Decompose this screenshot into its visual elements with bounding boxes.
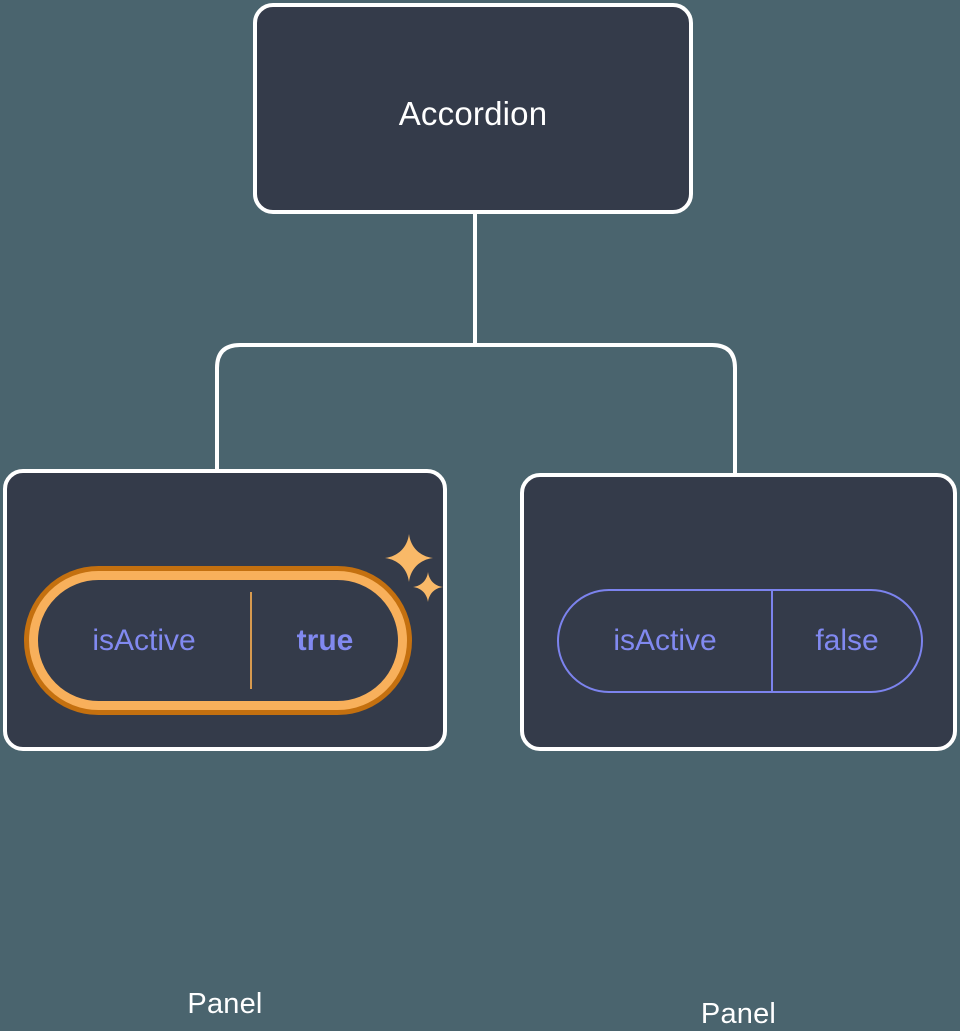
prop-value-true: true — [296, 623, 354, 657]
prop-pill-isactive-true[interactable]: isActive true — [29, 571, 407, 710]
node-panel-right-label: Panel — [700, 998, 777, 1030]
node-panel-left-label: Panel — [187, 988, 263, 1020]
prop-divider — [250, 592, 252, 689]
prop-key-isactive: isActive — [613, 624, 717, 657]
node-accordion[interactable]: Accordion — [253, 3, 693, 214]
prop-pill-isactive-false[interactable]: isActive false — [557, 589, 923, 693]
prop-value-false: false — [815, 624, 879, 657]
prop-key-isactive: isActive — [92, 623, 196, 657]
node-accordion-label: Accordion — [398, 95, 548, 132]
prop-divider — [771, 591, 773, 691]
diagram-canvas: Accordion Panel isActive true Panel isAc… — [3, 3, 957, 1030]
